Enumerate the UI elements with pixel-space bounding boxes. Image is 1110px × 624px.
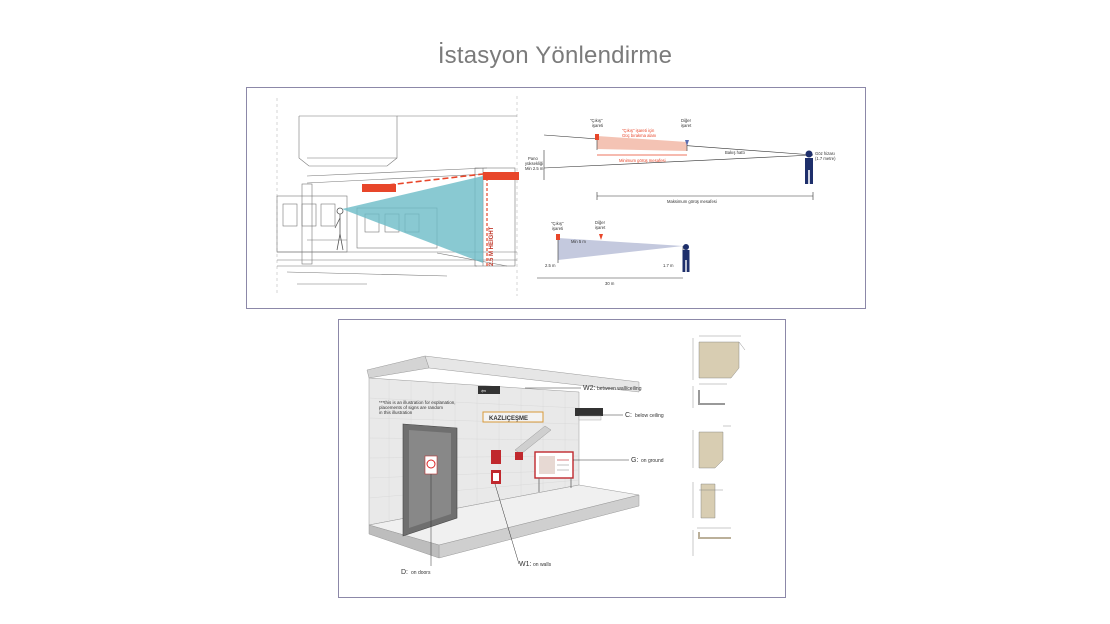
w2-code: W2: <box>583 385 596 392</box>
ceiling-sign-bar-right <box>483 172 519 180</box>
eye-height-label: Göz hizası <box>815 151 835 156</box>
other-sign-label-2: işaret <box>681 123 692 128</box>
sight-line-dashed <box>361 173 484 189</box>
top-diagram-panel: 2.5 M HEIGHT "Çıkış" işareti Diğer işare… <box>246 87 866 309</box>
eye-level-person <box>805 150 813 184</box>
station-illustration: KAZLIÇEŞME ⇦ ***this is an illustration … <box>366 335 746 576</box>
simple-min-label: Min 5 m <box>571 239 586 244</box>
note-line-1: "Çıkış" işareti için <box>622 128 655 133</box>
simple-diagram-person <box>682 244 690 272</box>
other-sign-label: Diğer <box>681 118 692 123</box>
below-ceiling-sign-panel <box>578 415 602 421</box>
platform-side <box>368 524 440 559</box>
escalator-sign-icon <box>515 452 523 460</box>
no-entry-icon <box>426 459 436 469</box>
exit-sign-label: "Çıkış" <box>590 118 603 123</box>
view-line-label: Bakış hattı <box>725 150 745 155</box>
note-line-2: placements of signs are random <box>379 405 443 410</box>
map-graphic <box>539 456 555 474</box>
min-distance-label: Minimum görüş mesafesi <box>619 158 666 163</box>
g-code: G: <box>631 457 638 464</box>
station-name: KAZLIÇEŞME <box>489 416 528 422</box>
below-ceiling-sign <box>575 408 603 416</box>
c-text: below ceiling <box>635 413 664 419</box>
callout-lines <box>430 387 629 566</box>
simple-other-label: Diğer <box>595 220 606 225</box>
ceiling-direction-sign <box>478 386 500 394</box>
wall-sign-inner <box>493 473 499 481</box>
panel-height-label-3: Min 2.5 m <box>525 166 544 171</box>
bottom-diagram-panel: KAZLIÇEŞME ⇦ ***this is an illustration … <box>338 319 786 598</box>
sign-dimension-details <box>692 335 746 556</box>
d-text: on doors <box>411 570 431 576</box>
g-text: on ground <box>641 458 664 464</box>
note-line-2: Güç bırakma alanı <box>622 133 656 138</box>
c-code: C: <box>625 412 632 419</box>
simple-exit-label-2: işareti <box>552 226 563 231</box>
simple-exit-label: "Çıkış" <box>551 221 564 226</box>
simple-distance-label: 30 m <box>605 281 615 286</box>
door-panel <box>409 430 451 528</box>
simple-distance-diagram <box>537 234 690 279</box>
canopy-side <box>366 355 430 379</box>
d-code: D: <box>401 569 408 576</box>
wall-sign-red <box>491 450 501 464</box>
w1-text: on walls <box>533 562 552 568</box>
simple-right-height: 1.7 m <box>663 263 674 268</box>
person-figure <box>334 207 344 251</box>
height-label: 2.5 M HEIGHT <box>489 226 495 266</box>
page-title: İstasyon Yönlendirme <box>437 42 673 69</box>
arrow-icon: ⇦ <box>481 389 486 395</box>
simple-other-label-2: işaret <box>595 225 606 230</box>
platform-sketch <box>276 96 518 296</box>
max-distance-label: Maksimum görüş mesafesi <box>667 199 717 204</box>
exit-sign-label-2: işareti <box>592 123 603 128</box>
panel-height-label-2: yüksekliği <box>525 161 543 166</box>
top-panel-drawing: 2.5 M HEIGHT "Çıkış" işareti Diğer işare… <box>276 96 836 296</box>
ceiling-sign-bar <box>362 184 396 192</box>
viewing-distance-diagram <box>543 134 814 200</box>
w2-text: between wall/ceiling <box>597 386 642 392</box>
sight-cone <box>342 176 483 263</box>
station-name-banner <box>482 411 544 423</box>
simple-left-height: 2.5 m <box>545 263 556 268</box>
note-line-3: in this illustration <box>379 410 413 415</box>
note-line-1: ***this is an illustration for explanati… <box>379 400 456 405</box>
w1-code: W1: <box>519 561 532 568</box>
panel-height-label: Pano <box>528 156 538 161</box>
eye-height-label-2: (1.7 metre) <box>815 156 836 161</box>
